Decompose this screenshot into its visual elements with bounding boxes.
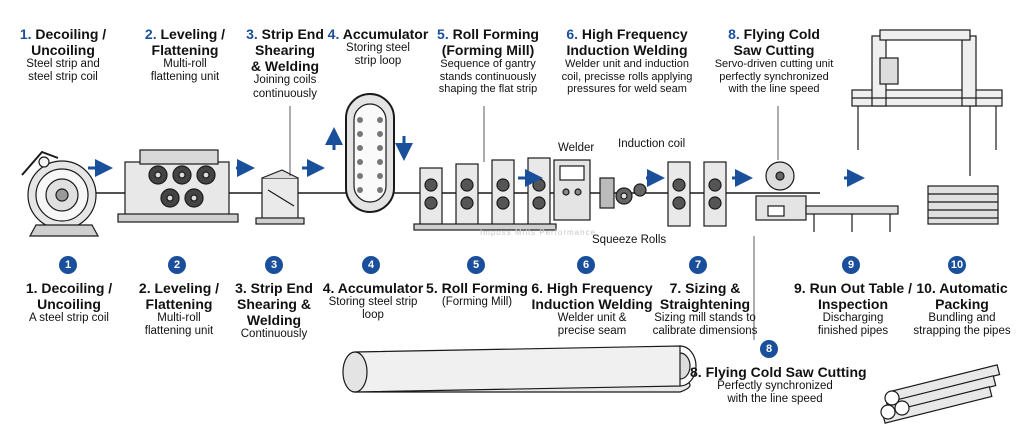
bottom-label-accumulator: 4. Accumulator Storing steel strip loop [322,280,424,322]
step-badge-3: 3 [265,256,283,274]
step-badge-4: 4 [362,256,380,274]
accumulator-machine [345,93,395,213]
callout-welder: Welder [558,142,595,154]
run-out-table [805,205,899,232]
decoiler-machine [21,150,100,237]
hf-welder-unit [553,159,647,221]
bottom-label-leveling: 2. Leveling / Flattening Multi-roll flat… [138,280,220,338]
bottom-label-roll-forming: 5. Roll Forming (Forming Mill) [426,280,528,309]
leveler-machine [117,149,239,223]
top-label-decoiling: 1. Decoiling / Uncoiling Steel strip and… [19,26,107,84]
bottom-label-flying-saw: 8. Flying Cold Saw Cutting Perfectly syn… [690,364,867,406]
watermark: Imposs Mills Performance [480,228,597,237]
step-badge-9: 9 [842,256,860,274]
shear-welder-machine [255,169,305,225]
gantry-cutting-station [851,29,1003,176]
bottom-label-hf-welding: 6. High Frequency Induction Welding Weld… [531,280,653,338]
step-badge-5: 5 [467,256,485,274]
step-badge-2: 2 [168,256,186,274]
step-badge-1: 1 [59,256,77,274]
callout-squeeze-rolls: Squeeze Rolls [592,234,667,246]
flying-saw [755,161,807,221]
top-label-hf-welding: 6. High Frequency Induction Welding Weld… [561,26,693,96]
step-badge-8: 8 [760,340,778,358]
forming-stands [413,157,557,231]
top-label-flying-saw: 8. Flying Cold Saw Cutting Servo-driven … [714,26,834,96]
callout-induction-coil: Induction coil [618,138,686,150]
top-label-roll-forming: 5. Roll Forming (Forming Mill) Sequence … [437,26,539,96]
bottom-label-shearing: 3. Strip End Shearing & Welding Continuo… [235,280,313,341]
sizing-stands [667,161,727,227]
bottom-label-sizing: 7. Sizing & Straightening Sizing mill st… [652,280,758,338]
step-badge-10: 10 [948,256,966,274]
step-badge-7: 7 [689,256,707,274]
pipe-bundle [927,185,999,225]
top-label-shearing: 3. Strip End Shearing & Welding Joining … [246,26,324,100]
pipe-cutaway [342,345,697,393]
top-label-accumulator: 4. Accumulator Storing steel strip loop [327,26,429,68]
bottom-label-run-out: 9. Run Out Table / Inspection Dischargin… [794,280,912,338]
flow-arrows [88,127,865,187]
top-label-leveling: 2. Leveling / Flattening Multi-roll flat… [144,26,226,84]
step-badge-6: 6 [577,256,595,274]
pipe-bundle-detail [880,364,1001,424]
bottom-label-decoiling: 1. Decoiling / Uncoiling A steel strip c… [25,280,113,325]
bottom-label-packing: 10. Automatic Packing Bundling and strap… [913,280,1011,338]
